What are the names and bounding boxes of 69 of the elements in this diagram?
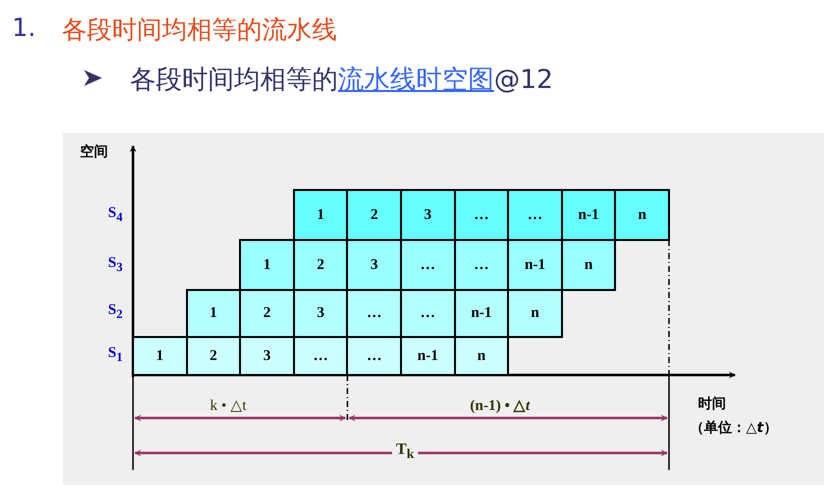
pipeline-cell: [346, 289, 402, 338]
cell-number: 2: [316, 256, 324, 274]
pipeline-cell: [292, 289, 348, 338]
cell-number: n: [530, 305, 540, 322]
pipeline-cell: [292, 239, 348, 291]
cell-number: n-1: [417, 348, 438, 364]
pipeline-cell: [239, 239, 295, 291]
pipeline-cell: [614, 189, 670, 241]
cell-number: 1: [316, 206, 324, 224]
pipeline-cell: [292, 336, 348, 376]
subtitle: 各段时间均相等的流水线时空图@12: [130, 64, 554, 97]
pipeline-cell: [454, 289, 510, 338]
pipeline-cell: [507, 239, 563, 291]
pipeline-cell: [346, 189, 402, 241]
cell-number: 1: [156, 348, 164, 364]
pipeline-cell: [132, 336, 188, 376]
unit-label: （单位：△t）: [690, 419, 778, 437]
title: 各段时间均相等的流水线: [62, 14, 337, 46]
dimension-label: k • △t: [210, 397, 246, 415]
cell-number: 3: [370, 256, 378, 274]
cell-number: 3: [316, 305, 324, 322]
cell-number: n-1: [524, 256, 546, 274]
pipeline-cell: [507, 289, 563, 338]
pipeline-cell: [400, 336, 456, 376]
pipeline-cell: [400, 189, 456, 241]
cell-number: …: [420, 305, 436, 322]
pipeline-cell: [454, 189, 510, 241]
cell-number: …: [313, 348, 328, 364]
cell-number: n-1: [470, 305, 492, 322]
cell-number: n: [638, 206, 646, 224]
cell-number: …: [474, 206, 489, 224]
cell-number: 1: [263, 256, 271, 274]
link: 流水线时空图: [338, 65, 494, 95]
pipeline-cell: [454, 239, 510, 291]
cell-number: 2: [210, 348, 218, 364]
cell-number: n-1: [578, 206, 600, 224]
cell-number: …: [366, 348, 382, 364]
stage-label: S$_{4}$: [108, 205, 123, 225]
cell-number: n: [584, 256, 593, 274]
stage-label: S$_{1}$: [108, 345, 123, 365]
pipeline-cell: [239, 289, 295, 338]
pipeline-cell: [400, 289, 456, 338]
list-number: 1.: [12, 13, 36, 42]
pipeline-cell: [346, 336, 402, 376]
pipeline-cell: [239, 336, 295, 376]
stage-label: S$_{2}$: [108, 302, 123, 322]
cell-number: 3: [263, 348, 271, 364]
cell-number: 3: [424, 206, 432, 224]
cell-number: …: [420, 256, 436, 274]
pipeline-cell: [346, 239, 402, 291]
pipeline-cell: [292, 189, 348, 241]
cell-number: …: [474, 256, 489, 274]
axis-label: 空间: [80, 143, 108, 161]
pipeline-cell: [400, 239, 456, 291]
cell-number: 2: [370, 206, 378, 224]
pipeline-cell: [507, 189, 563, 241]
pipeline-cell: [186, 336, 242, 376]
stage-label: S$_{3}$: [108, 255, 123, 275]
cell-number: 1: [210, 305, 218, 322]
pipeline-cell: [560, 239, 616, 291]
pipeline-cell: [560, 189, 616, 241]
pipeline-cell: [186, 289, 242, 338]
dimension-label: (n-1) • △t: [470, 397, 530, 415]
cell-number: n: [477, 348, 486, 364]
axis-label: 时间: [698, 395, 726, 413]
pipeline-cell: [454, 336, 510, 376]
cell-number: …: [366, 305, 382, 322]
cell-number: …: [527, 206, 542, 224]
cell-number: 2: [263, 305, 271, 322]
